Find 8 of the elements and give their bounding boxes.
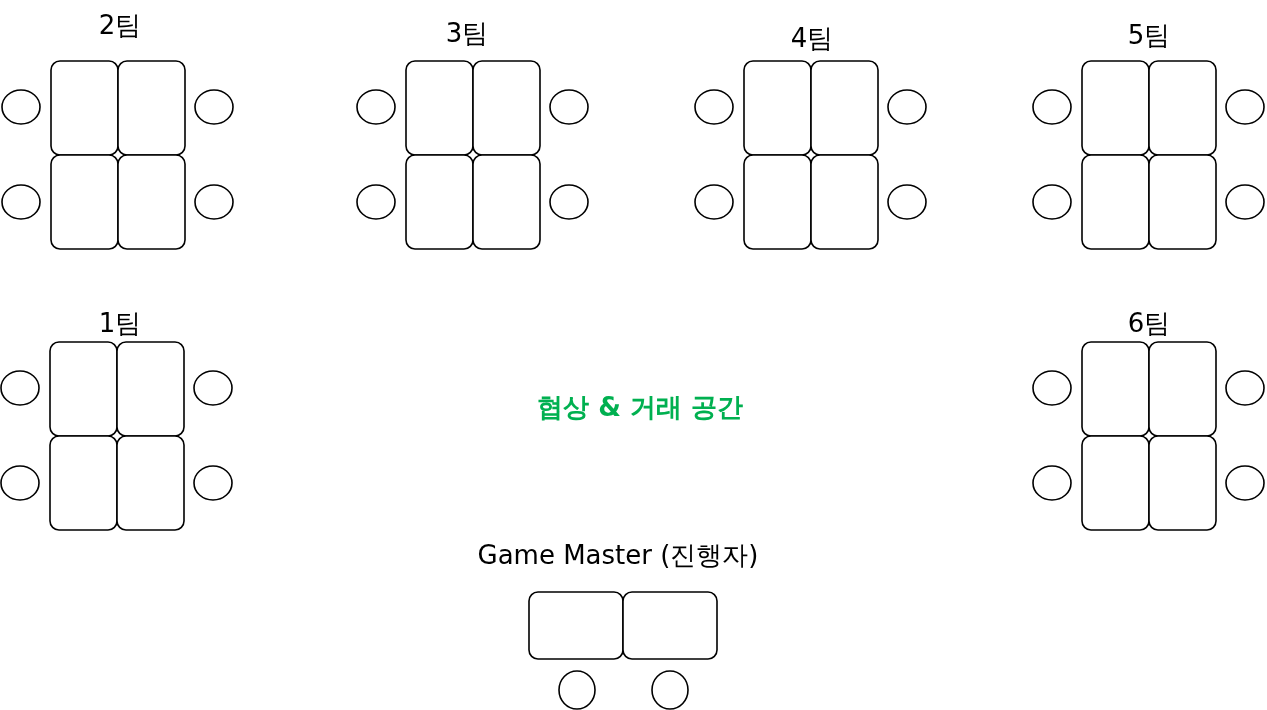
team-label: 6팀	[1127, 306, 1171, 340]
team-label: 2팀	[98, 8, 142, 42]
team-label: 4팀	[790, 21, 834, 55]
team-label: 1팀	[98, 306, 142, 340]
team-label: 3팀	[445, 16, 489, 50]
team-label: 5팀	[1127, 18, 1171, 52]
host-label: Game Master (진행자)	[477, 538, 759, 572]
area-label: 협상 & 거래 공간	[537, 390, 743, 424]
